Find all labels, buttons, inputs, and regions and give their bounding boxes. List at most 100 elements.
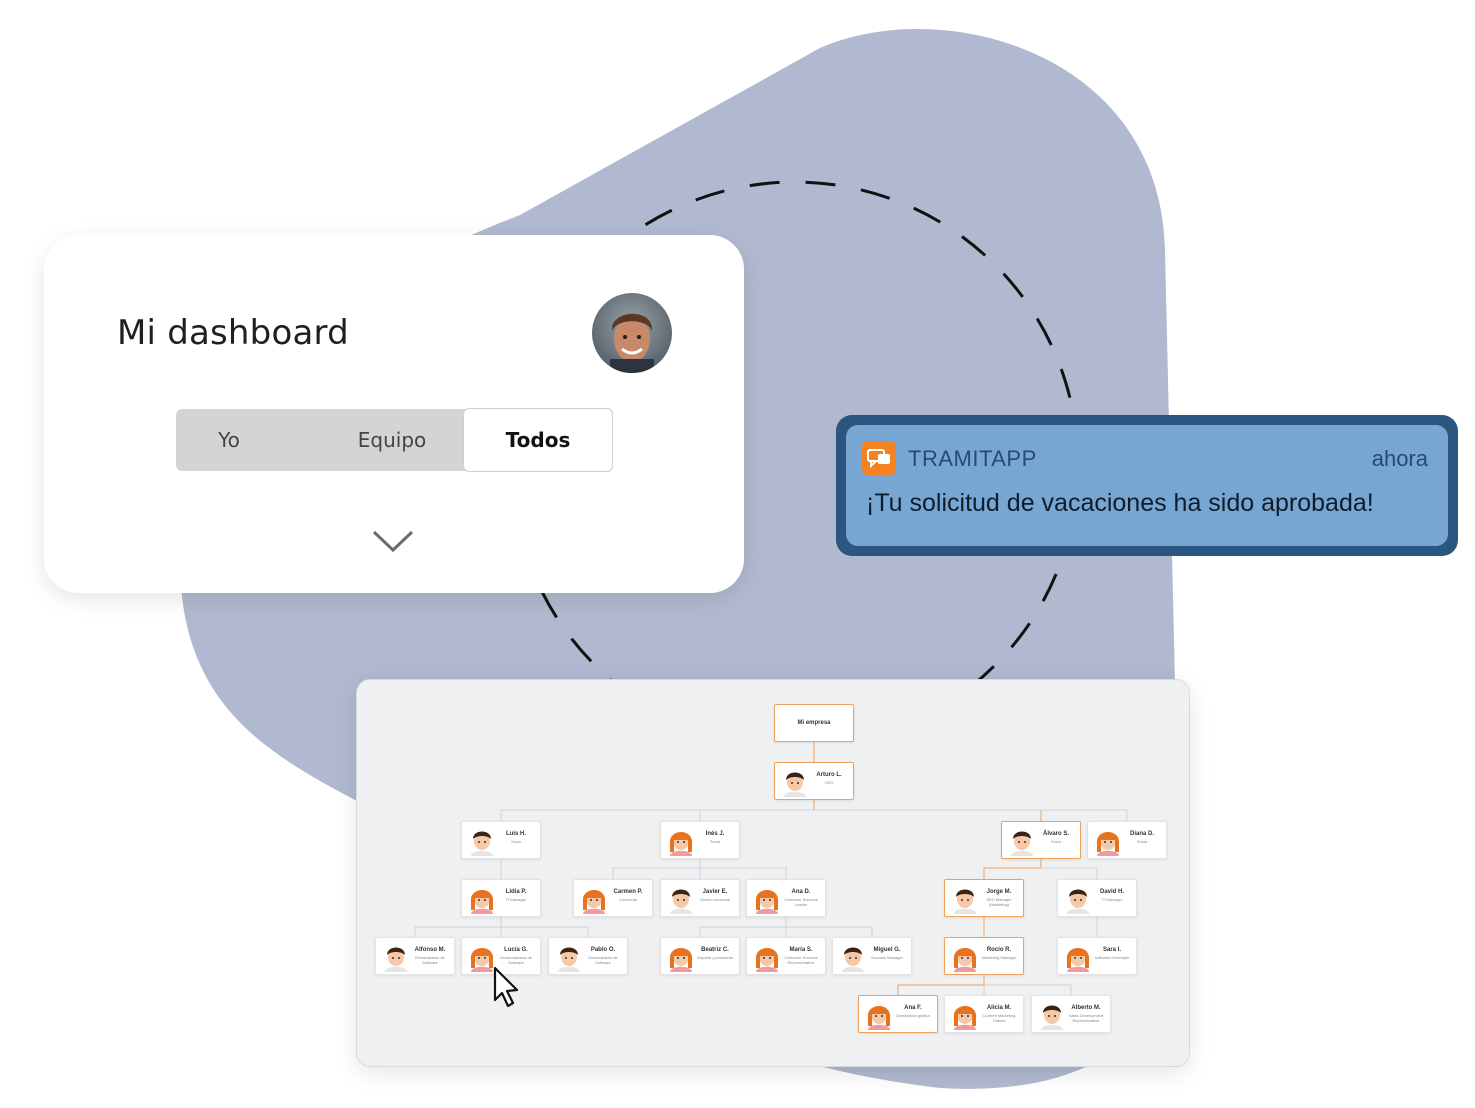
person-avatar-icon	[385, 947, 407, 972]
dashboard-card: Mi dashboard Yo Equipo Todos	[44, 235, 744, 593]
org-node-role: Content Marketing Trainee	[982, 1013, 1016, 1023]
tab-yo[interactable]: Yo	[218, 428, 240, 452]
org-connector	[612, 859, 701, 879]
org-node-diana[interactable]: Diana D. Socia	[1087, 821, 1167, 859]
notification-time: ahora	[1371, 446, 1428, 471]
chevron-down-icon[interactable]	[372, 529, 414, 553]
org-node-luis[interactable]: Luis H. Socio	[461, 821, 541, 859]
org-node-javier[interactable]: Javier E.Gestor comercial	[660, 879, 740, 917]
notification-body: TRAMITAPP ahora ¡Tu solicitud de vacacio…	[846, 425, 1448, 546]
push-notification[interactable]: TRAMITAPP ahora ¡Tu solicitud de vacacio…	[836, 415, 1458, 556]
org-chart-panel[interactable]: Mi empresa Arturo L. CEO Luis H. Socio Iné…	[356, 679, 1190, 1067]
org-node-role: IT Manager	[505, 897, 527, 902]
org-connector	[699, 917, 787, 937]
org-node-name: Arturo L.	[816, 772, 842, 778]
org-node-name: Mi empresa	[797, 720, 831, 726]
org-node-rocio[interactable]: Rocío R.Marketing Manager	[944, 937, 1024, 975]
person-avatar-icon	[1041, 1005, 1063, 1030]
org-node-role: Desarrollador de Software	[588, 955, 618, 965]
org-node-name: Alicia M.	[986, 1005, 1012, 1011]
org-node-role: IT Manager	[1101, 897, 1123, 902]
org-node-carmen[interactable]: Carmen P. Comercial	[573, 879, 653, 917]
person-avatar-icon	[755, 948, 779, 972]
person-avatar-icon	[1067, 889, 1089, 914]
org-node-arturo[interactable]: Arturo L. CEO	[774, 762, 854, 800]
org-node-name: Lucía G.	[504, 947, 528, 953]
org-node-role: Desarrolladora de Software	[500, 955, 532, 965]
person-avatar-icon	[1066, 948, 1090, 972]
org-node-name: María S.	[789, 947, 813, 953]
org-chart-connectors	[414, 742, 1128, 995]
org-connector	[501, 926, 589, 937]
org-node-name: Inés J.	[705, 831, 725, 837]
tab-todos[interactable]: Todos	[463, 408, 613, 472]
org-node-ines[interactable]: Inés J. Socia	[660, 821, 740, 859]
user-avatar-image	[592, 293, 672, 373]
org-node-alberto[interactable]: Alberto M.Sales Development Representati…	[1031, 995, 1111, 1033]
org-node-role: Diseñadora gráfica	[896, 1013, 930, 1018]
person-avatar-icon	[954, 889, 976, 914]
org-node-name: Beatriz C.	[701, 947, 729, 953]
org-connector	[897, 975, 985, 995]
person-avatar-icon	[470, 890, 494, 914]
org-node-role: CEO	[824, 780, 834, 785]
org-node-name: Alberto M.	[1071, 1005, 1101, 1011]
org-node-name: Miguel G.	[873, 947, 901, 953]
org-connector	[500, 809, 1128, 821]
org-node-role: Soporte y postventa	[697, 955, 733, 960]
org-node-beatriz[interactable]: Beatriz C. Soporte y postventa	[660, 937, 740, 975]
org-node-role: Customer Success Representative	[784, 955, 818, 965]
dashboard-title: Mi dashboard	[117, 313, 349, 353]
mouse-pointer-icon	[493, 966, 519, 1008]
person-avatar-icon	[558, 947, 580, 972]
org-node-ana-d[interactable]: Ana D.Customer Success Leader	[746, 879, 826, 917]
org-connector	[700, 867, 787, 879]
org-node-role: Desarrollador de Software	[415, 955, 445, 965]
org-node-name: Luis H.	[505, 831, 526, 837]
person-avatar-icon	[582, 890, 606, 914]
org-node-miguel[interactable]: Miguel G. Success Manager	[832, 937, 912, 975]
org-node-role: SEO Manager (Marketing)	[986, 897, 1012, 907]
org-node-name: Álvaro S.	[1042, 831, 1069, 837]
tab-equipo[interactable]: Equipo	[357, 428, 427, 452]
person-avatar-icon	[953, 948, 977, 972]
org-node-pablo[interactable]: Pablo O.Desarrollador de Software	[548, 937, 628, 975]
org-node-jorge[interactable]: Jorge M. SEO Manager (Marketing)	[944, 879, 1024, 917]
org-node-role: Gestor comercial	[699, 897, 731, 902]
org-node-david[interactable]: David H.IT Manager	[1057, 879, 1137, 917]
org-node-role: Customer Success Leader	[784, 897, 818, 907]
org-node-root[interactable]: Mi empresa	[774, 704, 854, 742]
org-node-name: Carmen P.	[613, 889, 643, 895]
person-avatar-icon	[842, 947, 864, 972]
org-node-role: Marketing Manager	[981, 955, 1017, 960]
org-node-role: Comercial	[618, 897, 637, 902]
org-node-name: Jorge M.	[986, 889, 1012, 895]
notification-message: ¡Tu solicitud de vacaciones ha sido apro…	[866, 489, 1374, 517]
org-node-lucia[interactable]: Lucía G. Desarrolladora de Software	[461, 937, 541, 975]
org-node-alicia[interactable]: Alicia M. Content Marketing Trainee	[944, 995, 1024, 1033]
org-node-ana-f[interactable]: Ana F. Diseñadora gráfica	[858, 995, 938, 1033]
org-node-lidia[interactable]: Lidia P. IT Manager	[461, 879, 541, 917]
org-connector	[414, 917, 502, 937]
org-connector	[983, 859, 1042, 879]
org-node-role: Socio	[510, 839, 521, 844]
user-avatar[interactable]	[592, 293, 672, 373]
notification-app-name: TRAMITAPP	[908, 446, 1037, 471]
org-node-role: Socia	[1136, 839, 1147, 844]
person-avatar-icon	[1011, 831, 1033, 856]
org-node-name: Alfonso M.	[414, 947, 446, 953]
tramitapp-logo-icon	[862, 441, 896, 475]
org-node-sara[interactable]: Sara I.Software Developer	[1057, 937, 1137, 975]
person-avatar-icon	[953, 1006, 977, 1030]
person-avatar-icon	[669, 832, 693, 856]
org-node-maria[interactable]: María S. Customer Success Representative	[746, 937, 826, 975]
org-node-alfonso[interactable]: Alfonso M. Desarrollador de Software	[375, 937, 455, 975]
org-node-role: Socia	[709, 839, 720, 844]
org-connector	[786, 926, 873, 937]
org-node-alvaro[interactable]: Álvaro S.Socio	[1001, 821, 1081, 859]
org-node-name: Ana F.	[904, 1005, 922, 1011]
person-avatar-icon	[470, 948, 494, 972]
org-node-name: Diana D.	[1129, 831, 1154, 837]
org-node-name: Lidia P.	[505, 889, 527, 895]
org-node-role: Success Manager	[870, 955, 903, 960]
